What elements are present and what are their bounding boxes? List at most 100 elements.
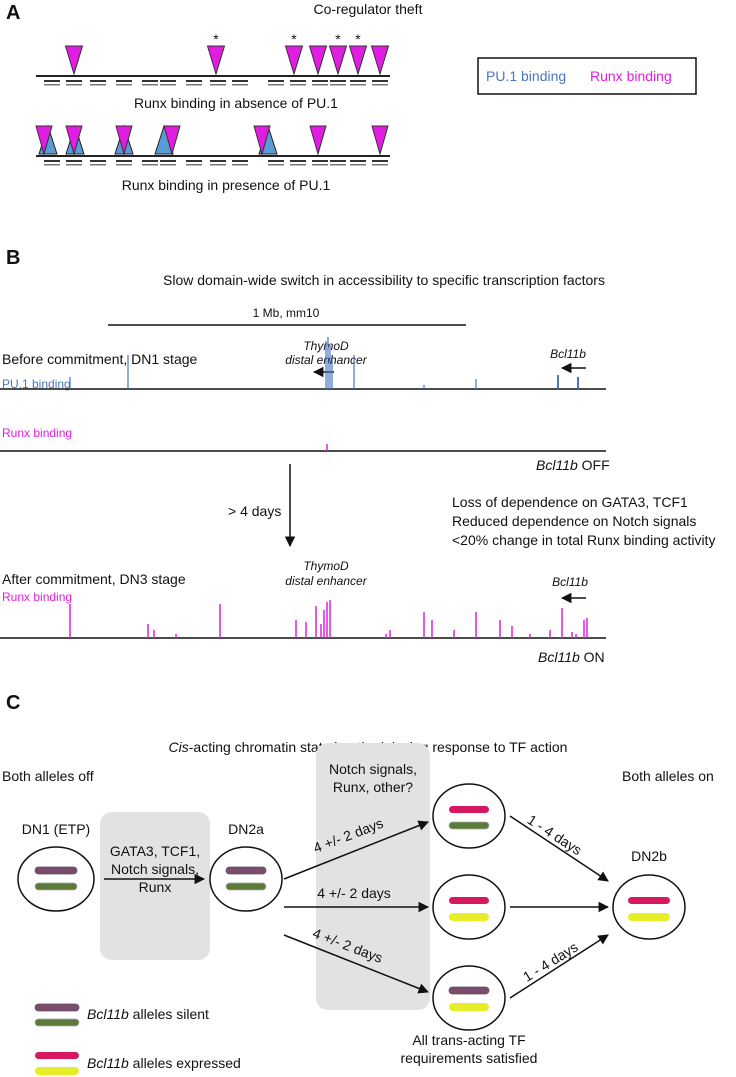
site-segment [186, 84, 202, 86]
allele-expressed [628, 897, 670, 904]
site-segment [116, 164, 132, 166]
site-segment [290, 80, 306, 82]
runx-track-label: Runx binding [2, 426, 72, 440]
site-segment [142, 84, 158, 86]
panel-b-letter: B [6, 247, 20, 269]
site-segment [160, 164, 176, 166]
site-segment [372, 84, 388, 86]
note-2: Reduced dependence on Notch signals [452, 513, 696, 529]
runx-triangle [328, 45, 348, 76]
asterisk: * [355, 31, 361, 47]
row-presence-caption: Runx binding in presence of PU.1 [122, 177, 331, 193]
site-segment [350, 80, 366, 82]
enhancer-desc: distal enhancer [285, 574, 367, 588]
site-segment [268, 84, 284, 86]
site-segment [44, 84, 60, 86]
cell-outline [432, 783, 506, 849]
runx-triangle [115, 125, 133, 156]
site-segment [44, 80, 60, 82]
runx-triangle [65, 125, 83, 156]
site-segment [290, 160, 306, 162]
pu1-peaks [69, 337, 579, 389]
site-segment [142, 80, 158, 82]
site-segment [142, 160, 158, 162]
panel-c-legend: Bcl11b alleles silent Bcl11b alleles exp… [34, 1003, 241, 1075]
site-segment [90, 160, 106, 162]
panel-a-title: Co-regulator theft [314, 1, 423, 17]
runx-peaks [69, 600, 588, 638]
binding-site-segments [44, 160, 388, 166]
site-segment [232, 80, 248, 82]
cell-outline [432, 965, 506, 1031]
runx-track-label: Runx binding [2, 590, 72, 604]
legend-runx: Runx binding [590, 68, 672, 84]
site-segment [186, 164, 202, 166]
arrow-bottom-dn2b [509, 934, 609, 999]
site-segment [350, 84, 366, 86]
site-segment [312, 84, 328, 86]
legend-silent-allele [34, 1018, 80, 1027]
site-segment [268, 160, 284, 162]
time-label: > 4 days [228, 503, 281, 519]
allele-expressed [449, 913, 489, 921]
gene-label: Bcl11b [550, 347, 586, 361]
runx-triangle [309, 125, 327, 156]
allele-silent [34, 882, 78, 891]
panel-b-title: Slow domain-wide switch in accessibility… [163, 272, 605, 288]
site-segment [312, 164, 328, 166]
legend-expressed-text: Bcl11b alleles expressed [87, 1055, 241, 1071]
site-segment [210, 164, 226, 166]
allele-expressed [449, 806, 489, 813]
cell-dn2a [209, 846, 283, 912]
legend-expressed-allele [35, 1067, 79, 1075]
site-segment [350, 164, 366, 166]
panel-a-legend: PU.1 binding Runx binding [477, 57, 697, 95]
site-segment [232, 164, 248, 166]
note-1: Loss of dependence on GATA3, TCF1 [452, 494, 688, 510]
dn2b-label: DN2b [631, 848, 667, 864]
both-off-label: Both alleles off [2, 768, 94, 784]
site-segment [372, 80, 388, 82]
site-segment [90, 80, 106, 82]
runx-triangle [371, 125, 389, 156]
legend-pu1: PU.1 binding [486, 68, 566, 84]
cell-outline [17, 846, 95, 912]
panel-c-letter: C [6, 692, 20, 714]
site-segment [66, 164, 82, 166]
row-absence-caption: Runx binding in absence of PU.1 [134, 95, 338, 111]
site-segment [210, 84, 226, 86]
site-segment [66, 84, 82, 86]
site-segment [44, 160, 60, 162]
runx-triangle [370, 45, 390, 76]
allele-silent [34, 866, 78, 875]
runx-triangle [35, 125, 53, 156]
allele-expressed [449, 897, 489, 904]
legend-expressed-allele [35, 1052, 79, 1059]
allele-expressed [449, 1003, 489, 1011]
runx-triangle [284, 45, 304, 76]
runx-triangle [253, 125, 271, 156]
site-segment [372, 164, 388, 166]
site-segment [372, 160, 388, 162]
site-segment [210, 80, 226, 82]
site-segment [160, 84, 176, 86]
site-segment [44, 164, 60, 166]
site-segment [330, 80, 346, 82]
gene-off-label: Bcl11b OFF [536, 457, 610, 473]
runx-triangles [64, 45, 390, 76]
site-segment [116, 160, 132, 162]
cell-intermediate-top [432, 783, 506, 849]
dn2a-label: DN2a [228, 821, 264, 837]
time-label: 4 +/- 2 days [317, 885, 391, 901]
site-segment [160, 80, 176, 82]
gene-label: Bcl11b [552, 575, 588, 589]
site-segment [290, 84, 306, 86]
asterisk: * [213, 31, 219, 47]
site-segment [160, 160, 176, 162]
pu1-track-label: PU.1 binding [2, 377, 71, 391]
cell-outline [209, 846, 283, 912]
site-segment [186, 80, 202, 82]
asterisk: * [335, 31, 341, 47]
req1-line1: GATA3, TCF1, [110, 843, 200, 859]
